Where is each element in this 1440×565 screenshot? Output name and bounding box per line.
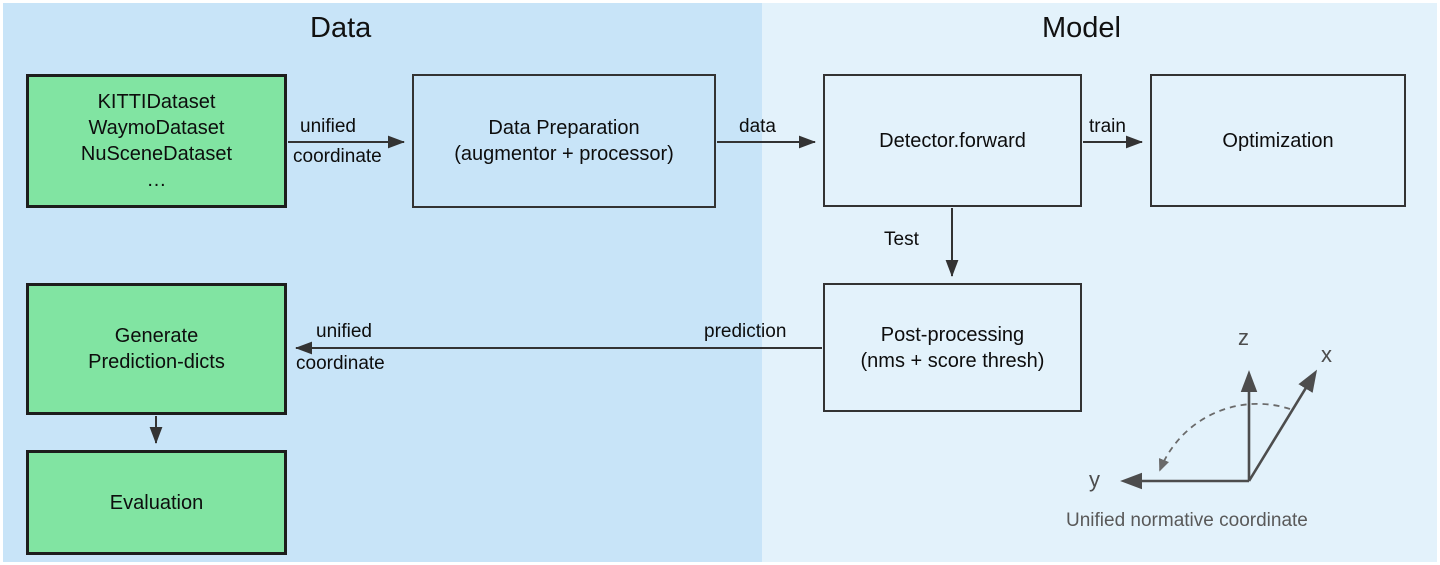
coordinate-label-y: y [1089,467,1100,492]
data-panel-title: Data [310,12,372,44]
node-datasets[interactable]: KITTIDataset WaymoDataset NuSceneDataset… [26,74,287,208]
edge-label-test: Test [884,229,919,250]
node-optimization[interactable]: Optimization [1150,74,1406,207]
model-panel [762,3,1437,562]
coordinate-label-z: z [1238,325,1249,350]
edge-label-coordinate-bottom-left: coordinate [293,146,382,167]
edge-label-unified-lower: unified [316,321,372,342]
coordinate-label-x: x [1321,342,1332,367]
model-panel-title: Model [1042,12,1121,44]
coordinate-caption: Unified normative coordinate [1066,510,1308,531]
edge-label-unified-top-left: unified [300,116,356,137]
edge-label-prediction: prediction [704,321,787,342]
node-post-processing[interactable]: Post-processing (nms + score thresh) [823,283,1082,412]
node-generate-prediction-dicts[interactable]: Generate Prediction-dicts [26,283,287,415]
edge-label-train: train [1089,116,1126,137]
node-data-preparation[interactable]: Data Preparation (augmentor + processor) [412,74,716,208]
edge-label-coordinate-lower: coordinate [296,353,385,374]
node-evaluation[interactable]: Evaluation [26,450,287,555]
node-detector-forward[interactable]: Detector.forward [823,74,1082,207]
edge-label-data: data [739,116,776,137]
